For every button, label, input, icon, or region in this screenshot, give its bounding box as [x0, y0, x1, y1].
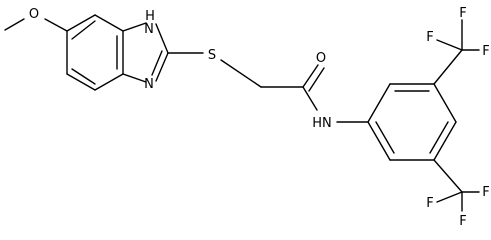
carbonyl-oxygen-label: O	[316, 51, 326, 66]
top-cf3-fluorine-1-label: F	[459, 6, 466, 21]
molecule-diagram: O H N N S O HN F F F F F F	[4, 6, 490, 229]
bottom-cf3-fluorine-1-label: F	[482, 185, 489, 200]
bond-layer	[4, 14, 480, 212]
atom-label-layer: O H N N S O HN F F F F F F	[29, 6, 490, 229]
bottom-cf3-fluorine-2-label: F	[426, 196, 433, 211]
imidazole-nh-nitrogen-label: N	[144, 22, 154, 37]
methoxy-oxygen-label: O	[29, 7, 39, 22]
top-cf3-fluorine-3-label: F	[482, 44, 489, 59]
imidazole-h-label: H	[145, 9, 155, 24]
amide-nh-label: HN	[312, 116, 332, 131]
bottom-cf3-fluorine-3-label: F	[459, 214, 466, 229]
imidazole-nitrogen-label: N	[144, 77, 154, 92]
thioether-sulfur-label: S	[208, 48, 216, 63]
top-cf3-fluorine-2-label: F	[426, 30, 433, 45]
structure-canvas: O H N N S O HN F F F F F F	[4, 6, 490, 229]
